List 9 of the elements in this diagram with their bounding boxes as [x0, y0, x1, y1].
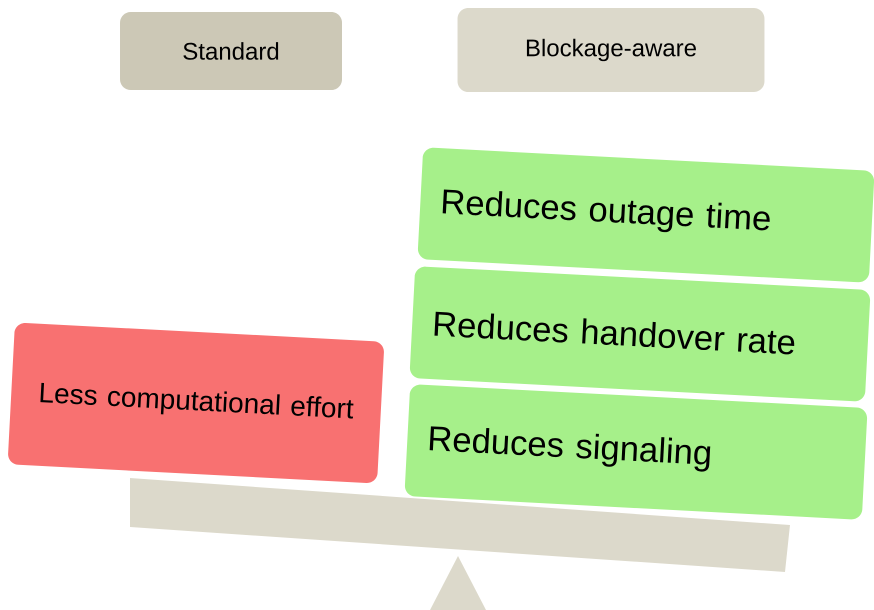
- option-box: Standard: [120, 12, 342, 90]
- option-box: Blockage-aware: [458, 8, 764, 92]
- node-label: Reduces outage time: [442, 189, 770, 232]
- node-label: Reduces handover rate: [434, 312, 794, 354]
- benefit-box: Reduces handover rate: [410, 266, 870, 402]
- benefit-box: Reduces signaling: [404, 384, 868, 520]
- cost-box: Less computational effort: [8, 322, 384, 484]
- benefit-box: Reduces outage time: [418, 148, 874, 282]
- node-label: Reduces signaling: [430, 426, 710, 472]
